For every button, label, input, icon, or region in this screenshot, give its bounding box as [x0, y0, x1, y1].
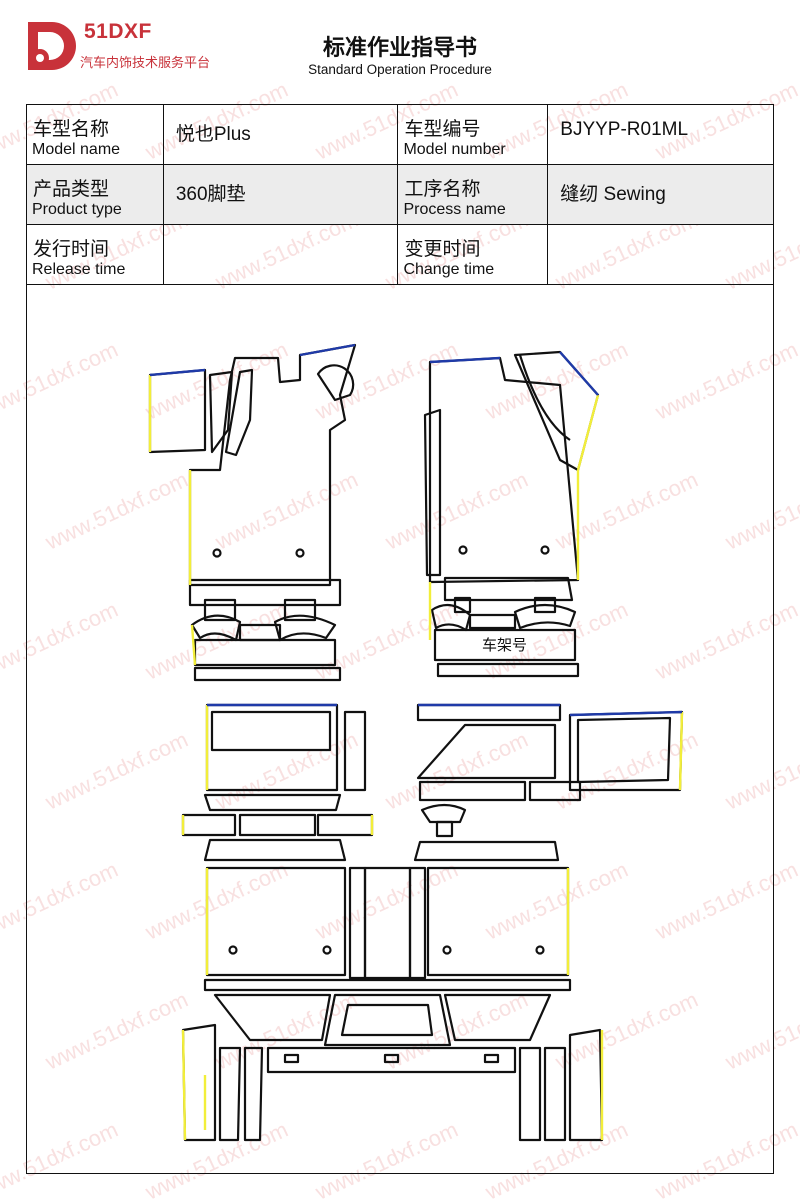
change-time-label: 变更时间 Change time — [397, 224, 549, 285]
model-name-value: 悦也Plus — [162, 104, 399, 165]
brand-name: 51DXF — [84, 20, 152, 43]
passenger-mat-pattern — [423, 350, 600, 678]
page-title: 标准作业指导书 — [322, 36, 477, 61]
brand-tagline: 汽车内饰技术服务平台 — [80, 56, 211, 71]
label-en: Model name — [32, 141, 121, 158]
label-en: Model number — [403, 141, 506, 158]
label-en: Product type — [32, 201, 122, 218]
value-text: 悦也Plus — [175, 124, 251, 145]
info-table: 车型名称 Model name 悦也Plus 车型编号 Model number… — [26, 104, 774, 285]
release-time-value — [162, 224, 399, 285]
value-text: 360脚垫 — [175, 184, 246, 205]
yellow-edges — [148, 375, 684, 1141]
page-subtitle: Standard Operation Procedure — [308, 62, 492, 77]
product-type-label: 产品类型 Product type — [26, 164, 164, 225]
pattern-drawing: 车架号 — [148, 343, 684, 1142]
frame-number-label: 车架号 — [482, 636, 527, 654]
label-cn: 工序名称 — [404, 178, 481, 200]
rear-mat-pattern — [181, 866, 604, 1142]
model-number-label: 车型编号 Model number — [397, 104, 549, 165]
label-en: Change time — [403, 261, 495, 278]
process-name-label: 工序名称 Process name — [397, 164, 549, 225]
change-time-value — [547, 224, 774, 285]
label-cn: 车型编号 — [404, 118, 481, 140]
label-en: Process name — [403, 201, 506, 218]
driver-mat-pattern — [148, 343, 357, 682]
logo-mark-icon — [28, 22, 76, 70]
product-type-value: 360脚垫 — [162, 164, 399, 225]
model-number-value: BJYYP-R01ML — [547, 104, 774, 165]
model-name-label: 车型名称 Model name — [26, 104, 164, 165]
label-cn: 车型名称 — [33, 118, 110, 140]
table-row: 车型名称 Model name 悦也Plus 车型编号 Model number… — [26, 104, 774, 165]
label-en: Release time — [32, 261, 126, 278]
label-cn: 产品类型 — [33, 178, 110, 200]
label-cn: 变更时间 — [404, 238, 481, 260]
value-text: BJYYP-R01ML — [560, 119, 689, 140]
blue-edges — [149, 343, 683, 717]
value-text: 缝纫 Sewing — [560, 184, 666, 205]
release-time-label: 发行时间 Release time — [26, 224, 164, 285]
table-row: 产品类型 Product type 360脚垫 工序名称 Process nam… — [26, 164, 774, 225]
logo: 51DXF 汽车内饰技术服务平台 — [22, 18, 242, 78]
table-row: 发行时间 Release time 变更时间 Change time — [26, 224, 774, 285]
middle-row-patterns — [181, 703, 684, 862]
label-cn: 发行时间 — [33, 238, 110, 260]
process-name-value: 缝纫 Sewing — [547, 164, 774, 225]
